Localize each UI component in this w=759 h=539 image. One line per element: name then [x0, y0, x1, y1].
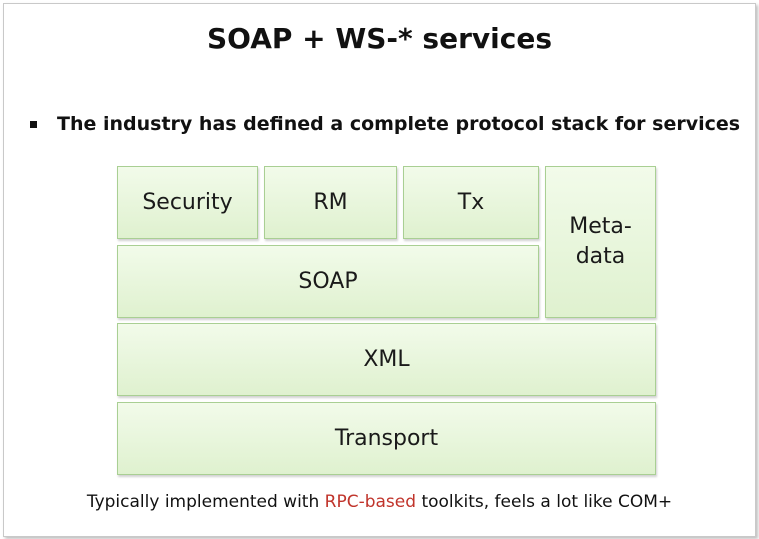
stack-box-xml: XML: [117, 323, 656, 396]
stack-box-rm: RM: [264, 166, 397, 239]
caption-text-before: Typically implemented with: [86, 492, 325, 512]
stack-box-soap: SOAP: [117, 245, 539, 318]
stack-label-metadata: Meta- data: [569, 214, 632, 269]
stack-box-security: Security: [117, 166, 258, 239]
stack-box-tx: Tx: [403, 166, 539, 239]
bullet-text: The industry has defined a complete prot…: [57, 113, 741, 135]
stack-box-metadata: Meta- data: [545, 166, 656, 318]
stack-label-security: Security: [142, 189, 233, 215]
stack-label-rm: RM: [313, 189, 348, 215]
stack-label-soap: SOAP: [298, 268, 358, 294]
bullet-square-icon: [30, 120, 37, 128]
stack-label-xml: XML: [363, 346, 410, 372]
caption-text-after: toolkits, feels a lot like COM+: [416, 492, 673, 512]
caption: Typically implemented with RPC-based too…: [0, 492, 759, 512]
stack-label-tx: Tx: [457, 189, 485, 215]
slide-title: SOAP + WS-* services: [207, 22, 552, 55]
stack-box-transport: Transport: [117, 402, 656, 475]
bullet-item: The industry has defined a complete prot…: [30, 110, 740, 138]
caption-highlight: RPC-based: [324, 492, 417, 512]
stack-label-transport: Transport: [334, 425, 439, 451]
